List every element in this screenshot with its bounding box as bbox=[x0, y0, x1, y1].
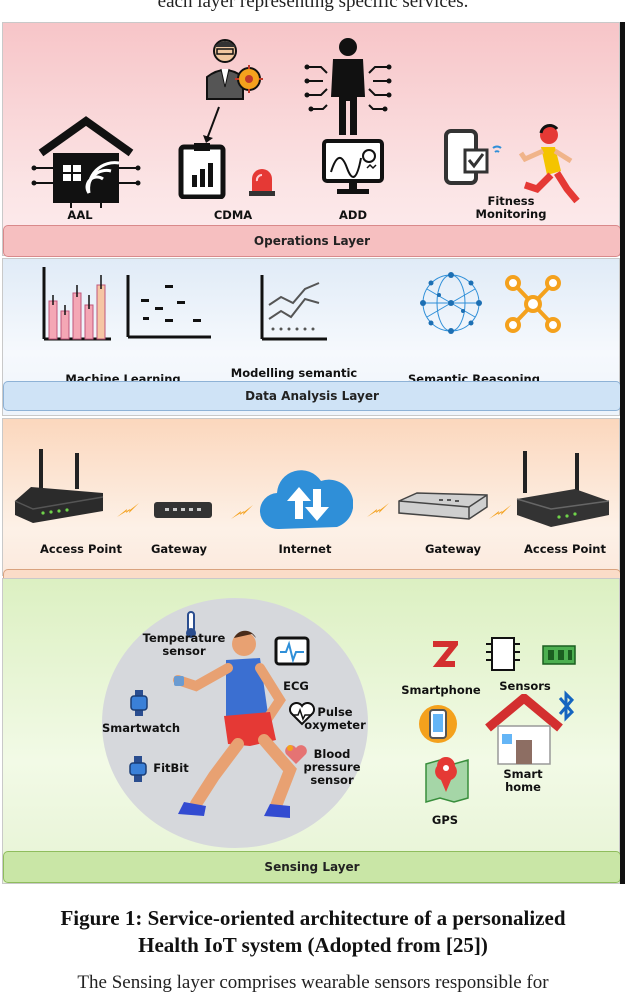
runner-icon bbox=[518, 124, 580, 204]
arrow-down-icon bbox=[203, 106, 220, 143]
phone-check-icon bbox=[444, 129, 502, 185]
chip-icon bbox=[486, 637, 520, 671]
network-switch-icon bbox=[398, 492, 488, 520]
phone-icon bbox=[419, 705, 457, 743]
gateway-device-icon bbox=[154, 502, 212, 518]
gps-label: GPS bbox=[431, 813, 459, 827]
bottom-body-text: The Sensing layer comprises wearable sen… bbox=[77, 972, 549, 993]
access-point-label: Access Point bbox=[40, 542, 122, 556]
ecg-monitor-icon bbox=[274, 636, 310, 666]
circuit-board-icon bbox=[542, 645, 576, 665]
temperature-sensor-label: Temperature sensor bbox=[142, 631, 226, 658]
fitness-monitoring-label: Fitness Monitoring bbox=[475, 194, 547, 221]
lightning-icon bbox=[367, 503, 389, 517]
router-icon bbox=[14, 449, 104, 523]
figure-caption: Figure 1: Service-oriented architecture … bbox=[0, 905, 626, 959]
smartwatch-icon bbox=[130, 690, 148, 716]
sensing-layer-bar: Sensing Layer bbox=[3, 851, 621, 883]
router-icon bbox=[516, 451, 610, 527]
caption-line-2: Health IoT system (Adopted from [25]) bbox=[138, 933, 488, 957]
ecg-label: ECG bbox=[283, 679, 309, 693]
data-analysis-layer-bar: Data Analysis Layer bbox=[3, 381, 621, 411]
doctor-icon bbox=[206, 39, 263, 100]
figure-right-border bbox=[620, 22, 625, 884]
semantic-network-icon bbox=[420, 272, 482, 334]
lightning-icon bbox=[117, 503, 139, 517]
operations-layer-bar: Operations Layer bbox=[3, 225, 621, 257]
internet-label: Internet bbox=[278, 542, 332, 556]
monitor-analytics-icon bbox=[322, 139, 384, 194]
operations-layer: AAL CDMA bbox=[2, 22, 621, 257]
data-analysis-layer: Machine Learning Modelling semantic rela… bbox=[2, 258, 621, 416]
architecture-figure: AAL CDMA bbox=[2, 22, 621, 884]
gps-map-icon bbox=[425, 757, 469, 803]
bar-chart-icon bbox=[42, 267, 111, 341]
pulse-oxymeter-label: Pulse oxymeter bbox=[304, 705, 366, 732]
blood-pressure-sensor-label: Blood pressure sensor bbox=[303, 747, 361, 787]
smart-home-icon bbox=[485, 694, 563, 765]
human-body-icon bbox=[304, 38, 392, 135]
smartwatch-label: Smartwatch bbox=[102, 721, 181, 735]
network-nodes-icon bbox=[505, 275, 561, 333]
thermometer-icon bbox=[186, 611, 196, 638]
access-point-label: Access Point bbox=[524, 542, 606, 556]
clipboard-chart-icon bbox=[178, 143, 226, 199]
connectivity-layer: Access Point Gateway Internet Gateway Ac… bbox=[2, 418, 621, 599]
cloud-upload-download-icon bbox=[259, 470, 353, 530]
alarm-light-icon bbox=[249, 169, 275, 196]
scatter-plot-icon bbox=[126, 275, 211, 339]
gateway-label: Gateway bbox=[150, 542, 208, 556]
z-wave-icon bbox=[432, 641, 458, 667]
bluetooth-icon bbox=[558, 690, 575, 722]
top-body-text: each layer representing specific service… bbox=[157, 0, 469, 12]
add-label: ADD bbox=[339, 208, 367, 222]
trend-chart-icon bbox=[260, 275, 327, 341]
lightning-icon bbox=[489, 505, 511, 519]
aal-label: AAL bbox=[67, 208, 93, 222]
fitbit-icon bbox=[129, 756, 147, 782]
smart-house-icon bbox=[31, 116, 141, 208]
running-man-icon bbox=[173, 630, 297, 818]
cdma-label: CDMA bbox=[213, 208, 253, 222]
lightning-icon bbox=[231, 505, 253, 519]
caption-line-1: Figure 1: Service-oriented architecture … bbox=[60, 906, 566, 930]
pulse-heart-icon bbox=[288, 702, 316, 726]
fitbit-label: FitBit bbox=[153, 761, 189, 775]
smart-home-label: Smart home bbox=[503, 767, 543, 794]
smartphone-label: Smartphone bbox=[401, 683, 481, 697]
gateway-label: Gateway bbox=[424, 542, 482, 556]
blood-pressure-icon bbox=[285, 745, 307, 764]
sensors-label: Sensors bbox=[499, 679, 551, 693]
